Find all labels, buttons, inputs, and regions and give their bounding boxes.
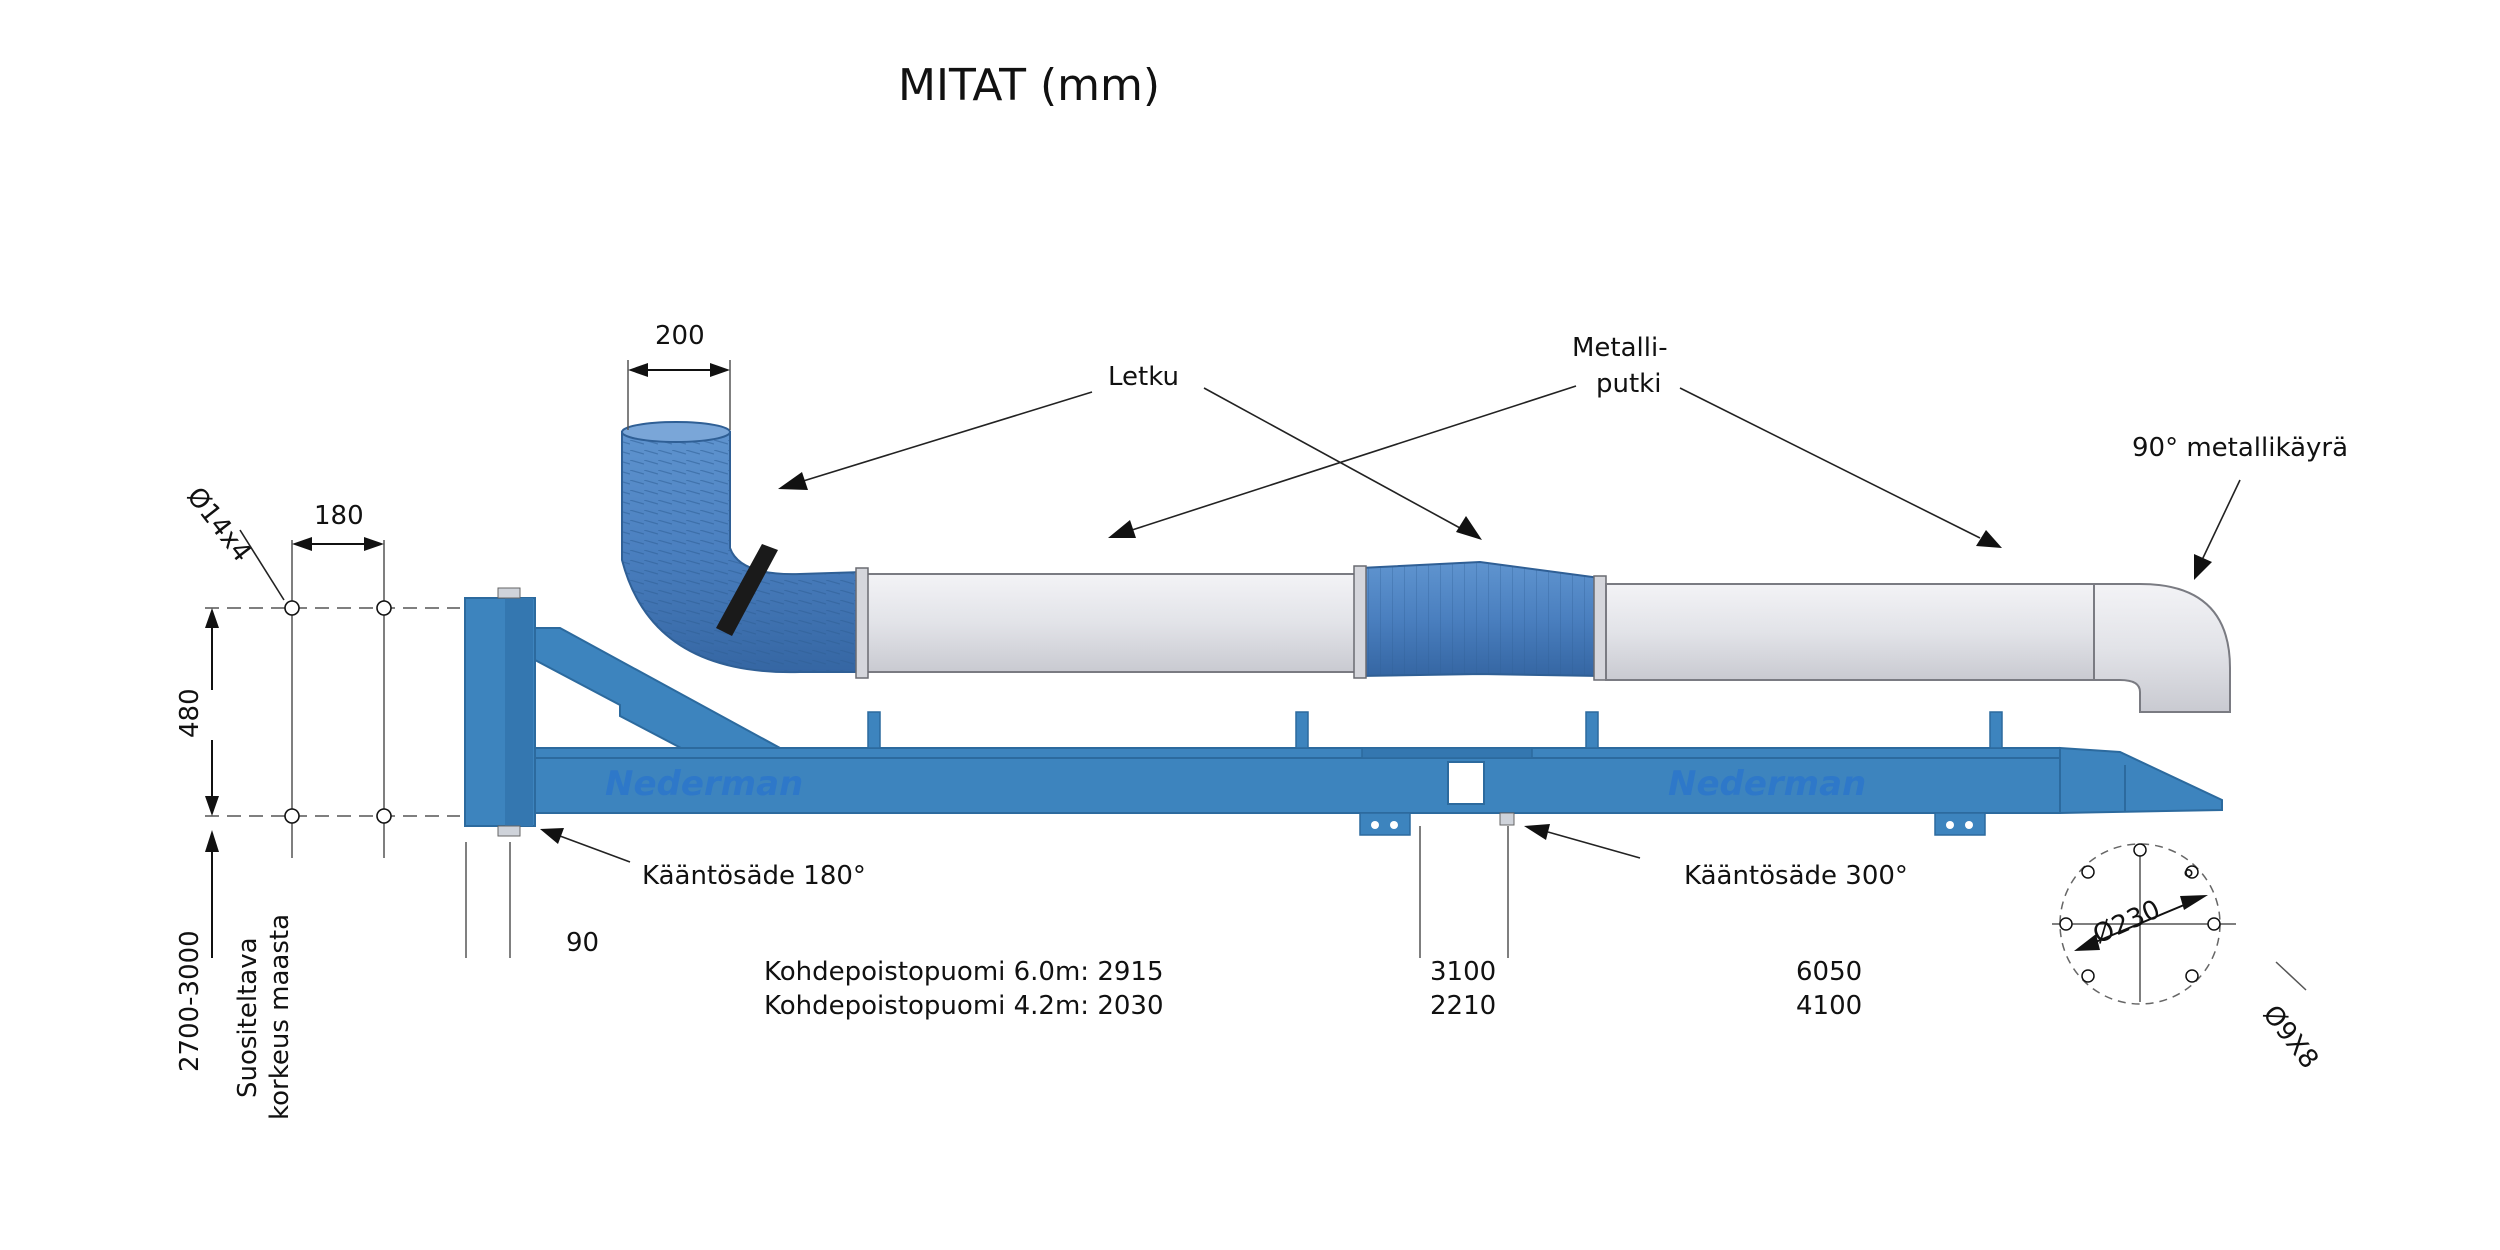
table-row-1-right: 6050 [1796,957,1862,987]
dim-90-label: 90 [566,928,599,958]
table-row-1-label: Kohdepoistopuomi 6.0m: 2915 [764,957,1164,987]
turn-radius-300-callout: Kääntösäde 300° [1524,824,1908,891]
brand-logo-right: Nederman [1668,764,1866,804]
dim-200-label: 200 [655,321,705,351]
flange-diameter-label: Ø230 [2089,894,2165,950]
table-row-2-right: 4100 [1796,991,1862,1021]
dim-200: 200 [627,321,731,430]
flange-detail: Ø230 ° Ø9X8 [2052,843,2324,1075]
bend-callout: 90° metallikäyrä [2132,433,2348,580]
turn-radius-180-label: Kääntösäde 180° [642,861,866,891]
turn-radius-300-label: Kääntösäde 300° [1684,861,1908,891]
dim-180-label: 180 [314,501,364,531]
mount-height-caption-2: korkeus maasta [265,914,295,1120]
wall-mount-pattern: 180 Ø14x4 480 2700-3000 Suositeltava kor… [175,482,460,1120]
metal-pipe-label-2: putki [1596,369,1661,399]
metal-pipe-label-1: Metalli- [1572,333,1668,363]
turn-radius-180-callout: Kääntösäde 180° [540,828,866,891]
flange-degree-label: ° [2182,865,2195,895]
metal-pipe-callout: Metalli- putki [1108,333,2002,548]
dim-480-label: 480 [175,688,205,738]
bolt-holes-label: Ø14x4 [180,482,256,568]
hose-callout: Letku [778,362,1482,540]
flange-holes-label: Ø9X8 [2256,1000,2324,1075]
mount-height-caption-1: Suositeltava [233,937,263,1098]
length-table: Kohdepoistopuomi 6.0m: 2915 3100 6050 Ko… [764,957,1862,1021]
mount-height-label: 2700-3000 [175,930,205,1072]
table-row-2-label: Kohdepoistopuomi 4.2m: 2030 [764,991,1164,1021]
extraction-arm [621,421,2231,713]
brand-logo-left: Nederman [605,764,803,804]
table-row-2-mid: 2210 [1430,991,1496,1021]
table-row-1-mid: 3100 [1430,957,1496,987]
boom-frame: Nederman Nederman [464,587,2223,837]
page-title: MITAT (mm) [898,60,1160,111]
bend-label: 90° metallikäyrä [2132,433,2348,463]
dim-90: 90 [465,842,599,958]
hose-label: Letku [1108,362,1179,392]
